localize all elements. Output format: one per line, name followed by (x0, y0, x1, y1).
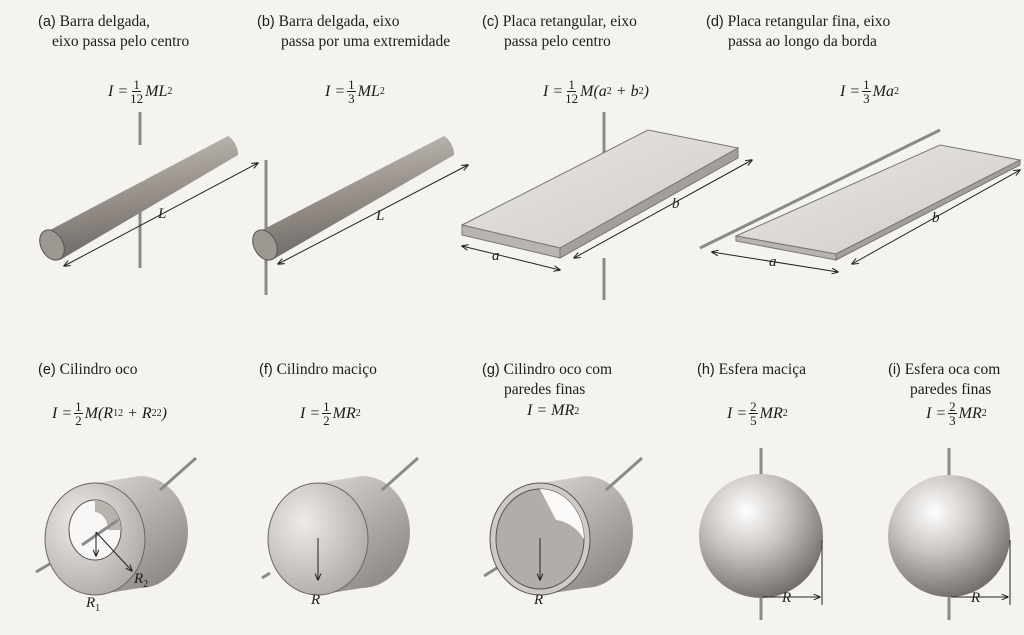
caption-e: (e) Cilindro oco (38, 360, 138, 380)
rod-center-drawing (39, 112, 258, 268)
caption-c-letter: (c) (482, 14, 499, 30)
caption-b-title: Barra delgada, eixo (278, 13, 400, 30)
caption-b-letter: (b) (257, 14, 275, 30)
caption-g-letter: (g) (482, 362, 500, 378)
caption-h-title: Esfera maciça (718, 361, 806, 378)
rod-center-length-label: L (157, 206, 166, 222)
caption-f-title: Cilindro maciço (276, 361, 377, 378)
caption-i-title2: paredes finas (910, 381, 992, 398)
caption-d-title: Placa retangular fina, eixo (727, 13, 891, 30)
caption-c-title2: passa pelo centro (504, 33, 611, 50)
caption-i: (i) Esfera oca com paredes finas (888, 360, 1000, 399)
caption-i-title: Esfera oca com (904, 361, 1001, 378)
caption-f: (f) Cilindro maciço (259, 360, 377, 380)
caption-g-title: Cilindro oco com (503, 361, 613, 378)
caption-a-title2: eixo passa pelo centro (52, 33, 190, 50)
caption-d: (d) Placa retangular fina, eixo passa ao… (706, 12, 890, 51)
solid-sphere-drawing (699, 448, 823, 620)
caption-c-title: Placa retangular, eixo (502, 13, 637, 30)
caption-g: (g) Cilindro oco com paredes finas (482, 360, 612, 399)
caption-h-letter: (h) (697, 362, 715, 378)
plate-center-a-label: a (492, 248, 500, 264)
rod-end-drawing (252, 136, 468, 295)
plate-edge-a-label: a (769, 254, 777, 270)
rod-end-length-label: L (375, 208, 384, 224)
hollow-sphere-r-label: R (970, 590, 980, 606)
caption-a-title: Barra delgada, (59, 13, 150, 30)
caption-a-letter: (a) (38, 14, 56, 30)
plate-edge-drawing (699, 128, 1020, 272)
caption-h: (h) Esfera maciça (697, 360, 806, 380)
thin-cylinder-r-label: R (533, 592, 543, 608)
hollow-sphere-drawing (888, 448, 1011, 620)
hollow-cylinder-r1-label: R1 (85, 595, 100, 614)
plate-center-drawing (462, 112, 752, 300)
caption-g-title2: paredes finas (504, 381, 586, 398)
plate-edge-b-label: b (932, 210, 940, 226)
caption-c: (c) Placa retangular, eixo passa pelo ce… (482, 12, 637, 51)
solid-sphere-r-label: R (781, 590, 791, 606)
caption-e-title: Cilindro oco (59, 361, 138, 378)
caption-i-letter: (i) (888, 362, 901, 378)
solid-cylinder-drawing (261, 456, 419, 596)
caption-a: (a) Barra delgada, eixo passa pelo centr… (38, 12, 189, 51)
caption-d-letter: (d) (706, 14, 724, 30)
caption-e-letter: (e) (38, 362, 56, 378)
caption-f-letter: (f) (259, 362, 273, 378)
hollow-cylinder-r2-label: R2 (133, 571, 148, 590)
solid-cylinder-r-label: R (310, 592, 320, 608)
plate-center-b-label: b (672, 196, 680, 212)
thin-cylinder-drawing (483, 456, 643, 596)
caption-b: (b) Barra delgada, eixo passa por uma ex… (257, 12, 450, 51)
hollow-cylinder-drawing (35, 456, 197, 596)
caption-b-title2: passa por uma extremidade (281, 33, 451, 50)
caption-d-title2: passa ao longo da borda (728, 33, 877, 50)
